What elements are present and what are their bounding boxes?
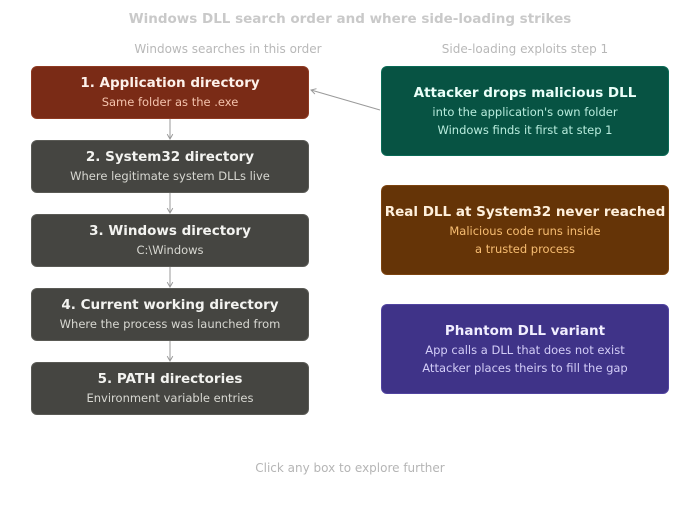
step-current-working-directory[interactable]: 4. Current working directory Where the p… [31,288,309,341]
card-title: Attacker drops malicious DLL [413,84,637,101]
card-title: Real DLL at System32 never reached [384,203,666,220]
card-phantom-dll-variant[interactable]: Phantom DLL variant App calls a DLL that… [381,304,669,394]
card-line: into the application's own folder [432,104,618,119]
card-line: Windows finds it first at step 1 [437,122,613,137]
step-subtitle: Where legitimate system DLLs live [70,169,270,183]
card-line: App calls a DLL that does not exist [425,342,625,357]
step-subtitle: Environment variable entries [86,391,254,405]
right-column-header: Side-loading exploits step 1 [441,42,609,56]
card-real-dll-never-reached[interactable]: Real DLL at System32 never reached Malic… [381,185,669,275]
card-title: Phantom DLL variant [444,322,606,339]
arrow-attacker-to-step1 [310,88,381,111]
card-attacker-drops-dll[interactable]: Attacker drops malicious DLL into the ap… [381,66,669,156]
step-subtitle: C:\Windows [136,243,204,257]
step-system32-directory[interactable]: 2. System32 directory Where legitimate s… [31,140,309,193]
diagram-title: Windows DLL search order and where side-… [128,11,572,27]
step-windows-directory[interactable]: 3. Windows directory C:\Windows [31,214,309,267]
card-line: Attacker places theirs to fill the gap [422,360,628,375]
step-subtitle: Same folder as the .exe [101,95,239,109]
step-title: 2. System32 directory [85,149,255,165]
left-column-header: Windows searches in this order [134,42,322,56]
step-title: 5. PATH directories [97,371,243,387]
step-application-directory[interactable]: 1. Application directory Same folder as … [31,66,309,119]
step-title: 3. Windows directory [89,223,251,239]
step-title: 1. Application directory [80,75,260,91]
step-path-directories[interactable]: 5. PATH directories Environment variable… [31,362,309,415]
card-line: Malicious code runs inside [449,223,601,238]
step-subtitle: Where the process was launched from [59,317,281,331]
card-line: a trusted process [475,241,575,256]
step-title: 4. Current working directory [61,297,279,313]
footer-hint: Click any box to explore further [255,461,445,475]
